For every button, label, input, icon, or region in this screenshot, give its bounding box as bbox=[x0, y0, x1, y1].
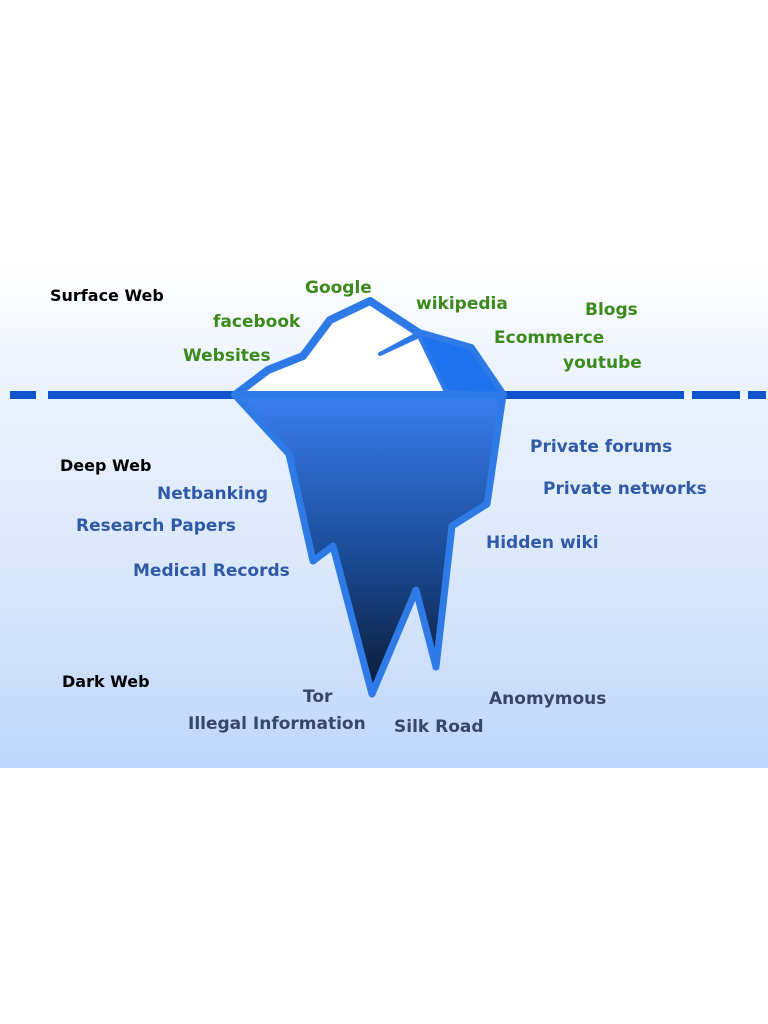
section-dark-web: Dark Web bbox=[62, 672, 150, 691]
label-hidden-wiki: Hidden wiki bbox=[486, 533, 599, 553]
label-blogs: Blogs bbox=[585, 300, 638, 320]
label-tor: Tor bbox=[303, 687, 333, 707]
label-research-papers: Research Papers bbox=[76, 516, 236, 536]
iceberg-graphic bbox=[10, 297, 766, 698]
label-facebook: facebook bbox=[213, 312, 301, 332]
label-private-forums: Private forums bbox=[530, 437, 673, 457]
label-anonymous: Anomymous bbox=[489, 689, 607, 709]
label-google: Google bbox=[305, 278, 372, 298]
iceberg-diagram: Surface Web Deep Web Dark Web Google wik… bbox=[0, 264, 768, 768]
label-netbanking: Netbanking bbox=[157, 484, 269, 504]
label-ecommerce: Ecommerce bbox=[494, 328, 605, 348]
label-medical-records: Medical Records bbox=[133, 561, 290, 581]
label-websites: Websites bbox=[183, 346, 271, 366]
waterline-dash bbox=[10, 391, 36, 399]
section-deep-web: Deep Web bbox=[60, 456, 152, 475]
label-wikipedia: wikipedia bbox=[416, 294, 508, 314]
waterline-dash bbox=[692, 391, 740, 399]
label-silk-road: Silk Road bbox=[394, 717, 484, 737]
label-youtube: youtube bbox=[563, 353, 642, 373]
iceberg-submerged bbox=[231, 391, 507, 698]
waterline-dash bbox=[748, 391, 766, 399]
section-surface-web: Surface Web bbox=[50, 286, 164, 305]
label-illegal-information: Illegal Information bbox=[188, 714, 366, 734]
label-private-networks: Private networks bbox=[543, 479, 707, 499]
